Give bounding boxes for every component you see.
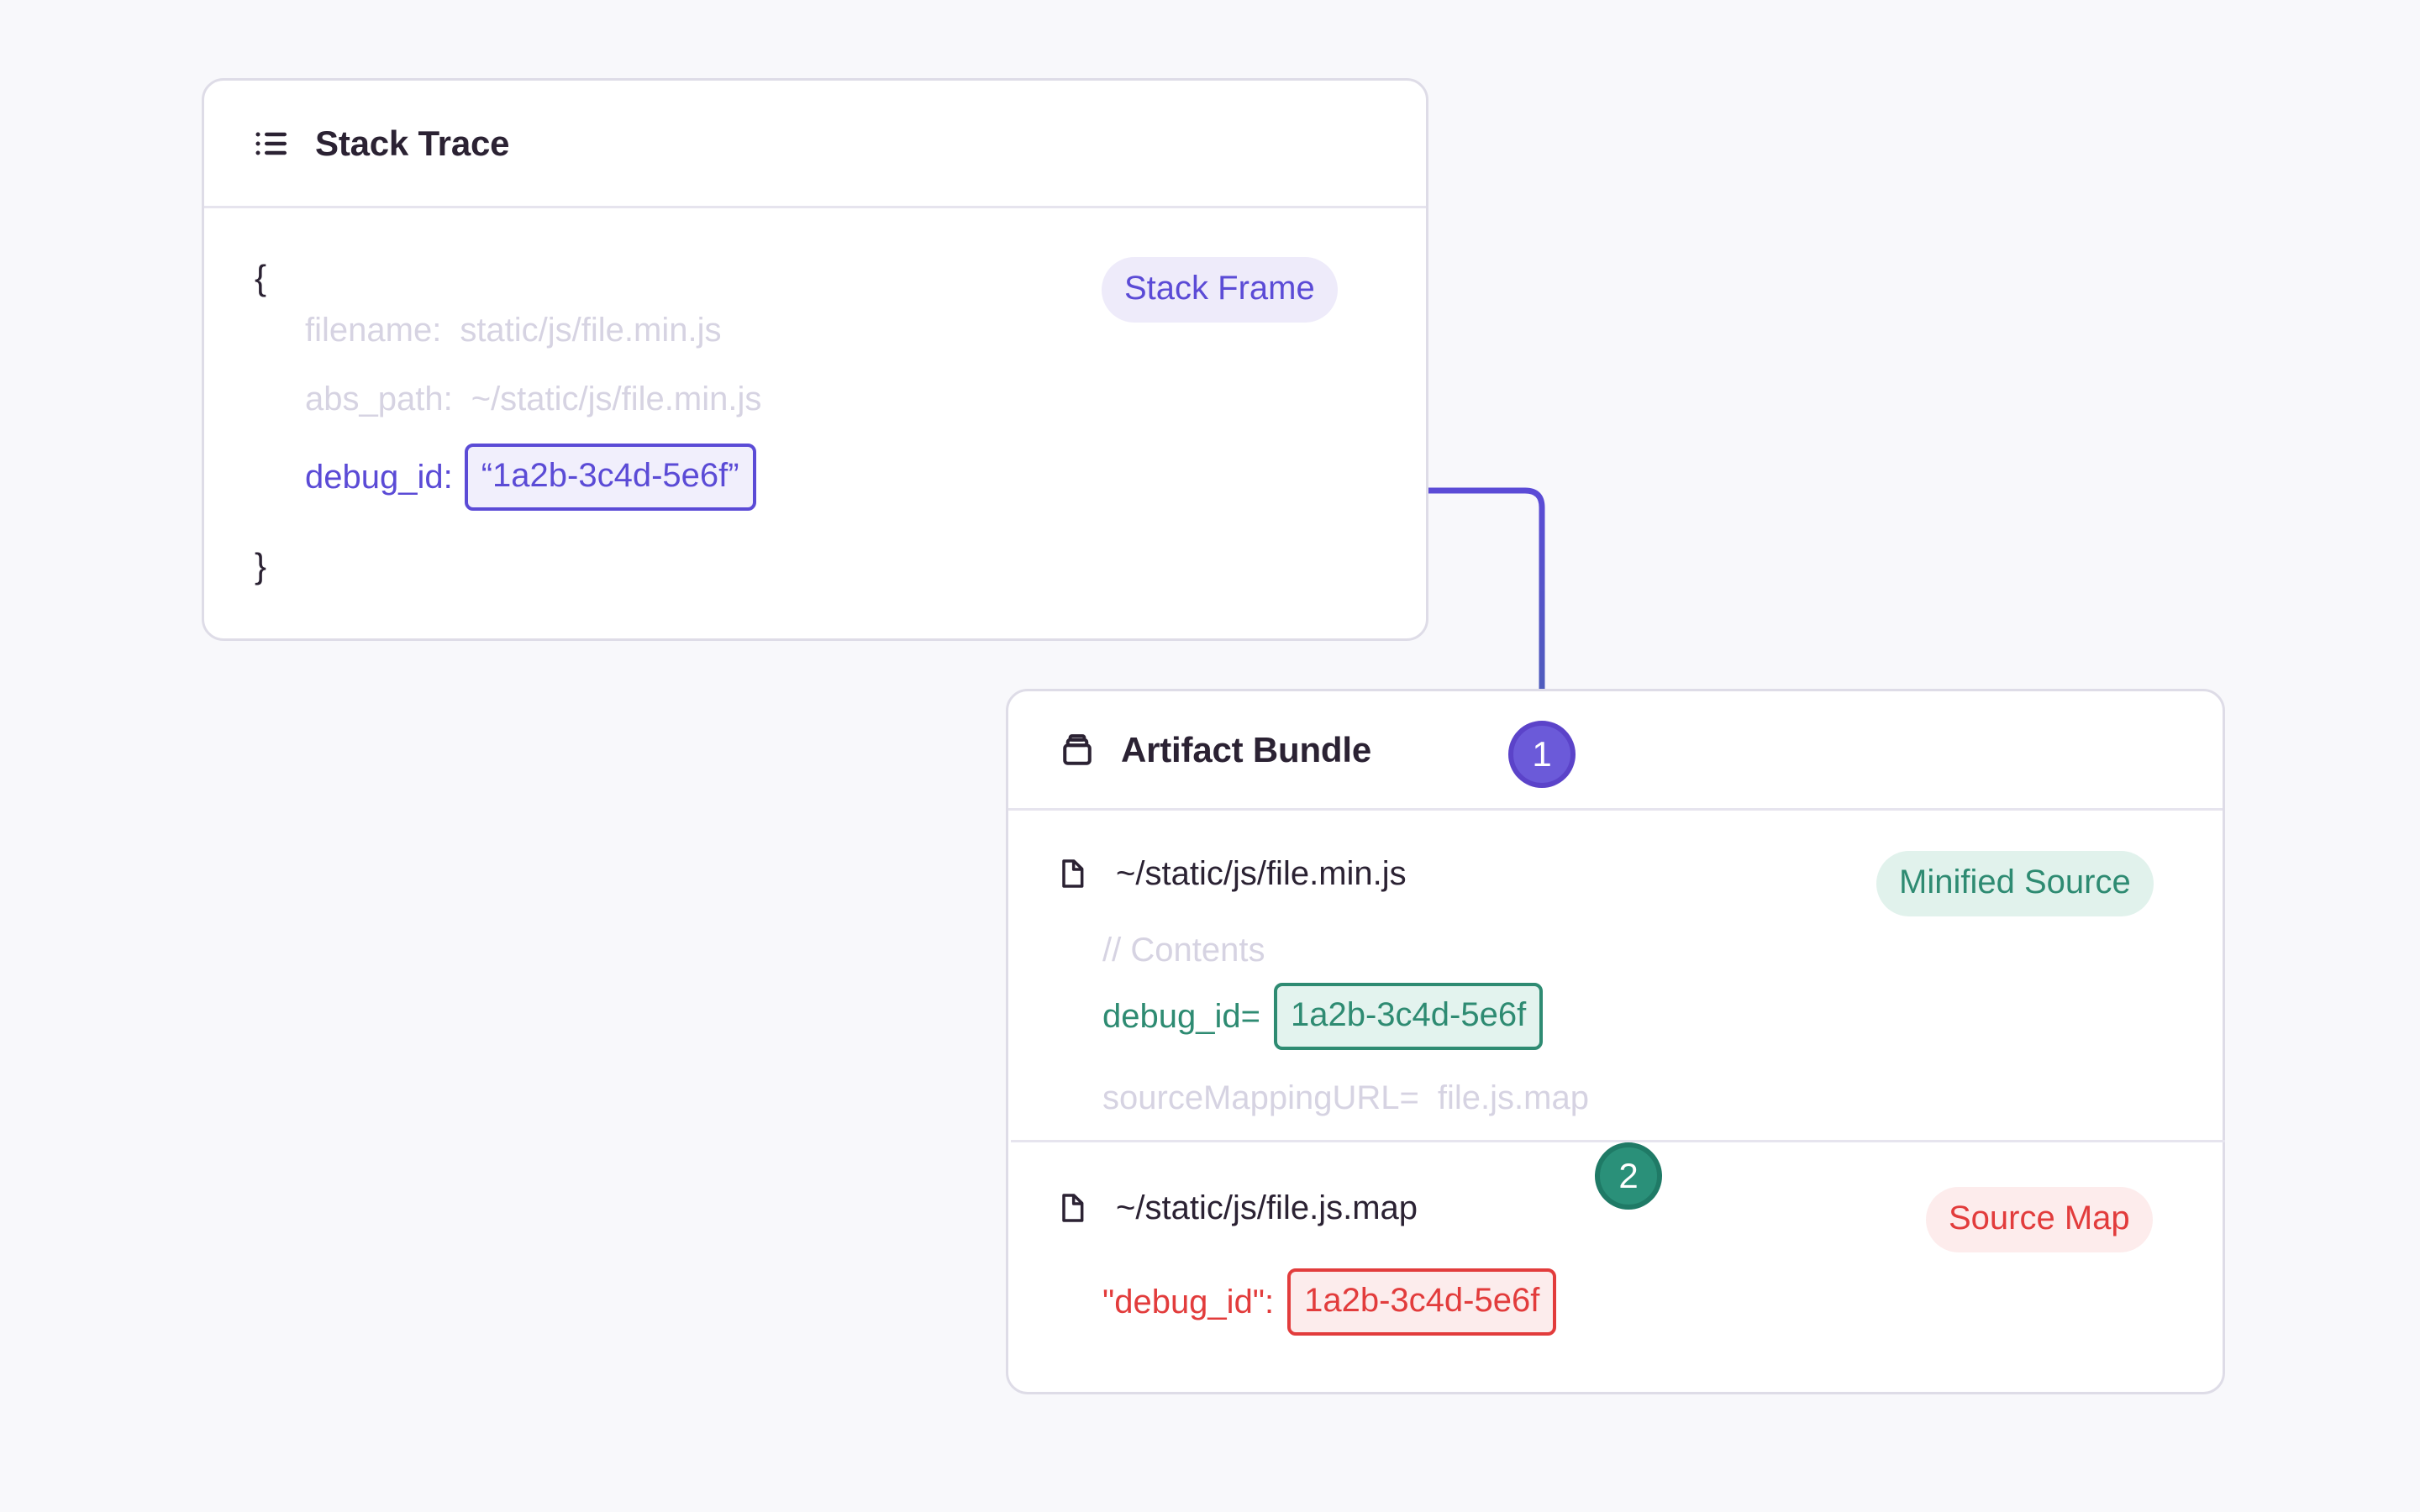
artifact-line-source-mapping-url: sourceMappingURL= file.js.map — [1102, 1081, 1589, 1115]
artifact-file-path-2: ~/static/js/file.js.map — [1116, 1189, 1418, 1226]
artifact-file-row-1: ~/static/js/file.min.js — [1055, 856, 1407, 891]
stack-frame-row-abs-path: abs_path: ~/static/js/file.min.js — [305, 382, 761, 416]
stack-frame-row-debug-id: debug_id: “1a2b-3c4d-5e6f” — [305, 444, 756, 511]
stack-frame-row-filename: filename: static/js/file.min.js — [305, 313, 721, 347]
artifact-bundle-header: Artifact Bundle — [1008, 691, 2223, 811]
artifact-line-map-debug-id: "debug_id": 1a2b-3c4d-5e6f — [1102, 1268, 1557, 1336]
file-icon — [1055, 1190, 1091, 1226]
debug-id-value-chip-red[interactable]: 1a2b-3c4d-5e6f — [1287, 1268, 1557, 1336]
artifact-row-divider — [1011, 1140, 2225, 1142]
artifact-line-debug-id: debug_id= 1a2b-3c4d-5e6f — [1102, 983, 1544, 1050]
list-icon — [250, 122, 293, 165]
artifact-bundle-card: Artifact Bundle ~/static/js/file.min.js … — [1006, 689, 2225, 1394]
artifact-file-path-1: ~/static/js/file.min.js — [1116, 855, 1407, 892]
close-brace: } — [255, 546, 267, 585]
archive-box-icon — [1055, 728, 1099, 772]
step-badge-1: 1 — [1508, 721, 1576, 788]
artifact-bundle-title: Artifact Bundle — [1121, 729, 1372, 769]
stack-trace-header: Stack Trace — [204, 81, 1426, 208]
abs-path-value: ~/static/js/file.min.js — [471, 381, 762, 417]
source-map-pill: Source Map — [1926, 1187, 2153, 1252]
contents-comment: // Contents — [1102, 932, 1265, 969]
artifact-file-row-2: ~/static/js/file.js.map — [1055, 1190, 1418, 1226]
step-badge-2: 2 — [1595, 1142, 1662, 1210]
stack-trace-title: Stack Trace — [315, 123, 510, 163]
artifact-line-contents: // Contents — [1102, 933, 1265, 967]
open-brace: { — [255, 258, 267, 297]
source-mapping-url-value: file.js.map — [1437, 1079, 1589, 1116]
debug-id-key: debug_id: — [305, 459, 453, 496]
filename-value: static/js/file.min.js — [460, 312, 722, 349]
debug-id-value-chip-green[interactable]: 1a2b-3c4d-5e6f — [1273, 983, 1544, 1050]
minified-source-pill: Minified Source — [1876, 851, 2154, 916]
file-icon — [1055, 856, 1091, 891]
source-mapping-url-key: sourceMappingURL= — [1102, 1079, 1419, 1116]
filename-key: filename: — [305, 312, 442, 349]
stack-trace-card: Stack Trace Stack Frame { filename: stat… — [202, 78, 1428, 641]
debug-id-value-chip-purple[interactable]: “1a2b-3c4d-5e6f” — [464, 444, 756, 511]
source-map-debug-id-key: "debug_id": — [1102, 1284, 1275, 1320]
abs-path-key: abs_path: — [305, 381, 453, 417]
minified-debug-id-key: debug_id= — [1102, 998, 1260, 1035]
stack-frame-pill: Stack Frame — [1102, 257, 1338, 323]
